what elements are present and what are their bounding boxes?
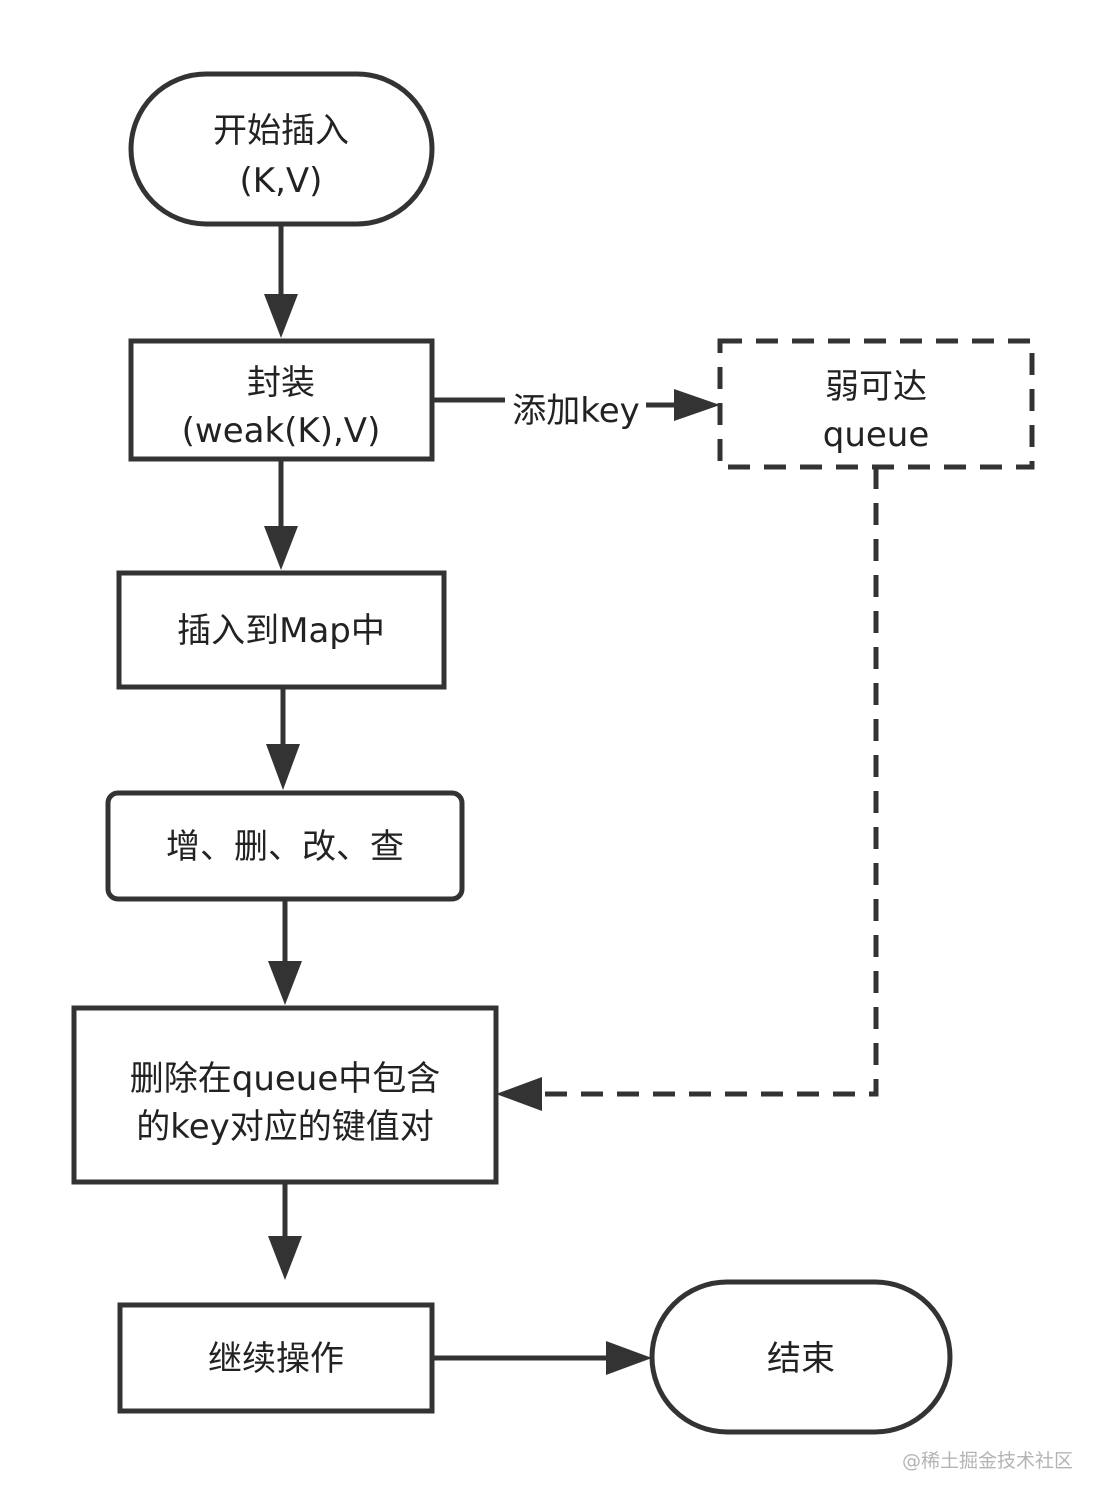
edge-insert-to-crud-arrowhead xyxy=(266,744,300,790)
node-continue-label: 继续操作 xyxy=(208,1339,344,1379)
node-insert-label: 插入到Map中 xyxy=(177,611,385,651)
node-queue: 弱可达 queue xyxy=(717,338,1035,470)
node-remove-line1: 删除在queue中包含 xyxy=(130,1059,441,1099)
node-insert: 插入到Map中 xyxy=(116,570,447,690)
edge-wrap-to-queue-label: 添加key xyxy=(512,391,640,431)
node-insert-shape xyxy=(116,570,447,690)
node-crud: 增、删、改、查 xyxy=(105,790,465,902)
node-continue: 继续操作 xyxy=(117,1302,435,1414)
edge-continue-to-end xyxy=(432,1341,652,1375)
edge-wrap-to-queue: 添加key xyxy=(432,389,720,431)
node-remove-line2: 的key对应的键值对 xyxy=(136,1107,434,1147)
edge-insert-to-crud xyxy=(266,687,300,790)
edge-wrap-to-queue-arrowhead xyxy=(674,389,720,421)
node-queue-line2: queue xyxy=(823,415,930,455)
edge-queue-to-remove-arrowhead xyxy=(496,1077,542,1111)
edge-remove-to-continue xyxy=(268,1182,302,1280)
node-wrap-shape xyxy=(128,338,435,462)
node-remove: 删除在queue中包含 的key对应的键值对 xyxy=(71,1005,499,1185)
edge-wrap-to-insert-arrowhead xyxy=(264,526,298,570)
edge-remove-to-continue-arrowhead xyxy=(268,1236,302,1280)
edge-crud-to-remove-arrowhead xyxy=(268,961,302,1005)
node-wrap-line1: 封装 xyxy=(247,363,315,403)
node-end-label: 结束 xyxy=(767,1339,835,1379)
node-start: 开始插入 (K,V) xyxy=(128,71,435,227)
node-wrap-line2: (weak(K),V) xyxy=(182,411,381,451)
node-start-line2: (K,V) xyxy=(240,161,323,201)
node-queue-line1: 弱可达 xyxy=(825,367,927,407)
node-crud-label: 增、删、改、查 xyxy=(166,827,404,867)
edge-start-to-wrap xyxy=(264,224,298,338)
node-remove-shape xyxy=(71,1005,499,1185)
edge-continue-to-end-arrowhead xyxy=(606,1341,652,1375)
edge-queue-to-remove-line xyxy=(540,467,879,1097)
node-continue-shape xyxy=(117,1302,435,1414)
node-wrap: 封装 (weak(K),V) xyxy=(128,338,435,462)
edge-queue-to-remove xyxy=(496,467,879,1111)
watermark-text: @稀土掘金技术社区 xyxy=(901,1450,1073,1472)
node-queue-shape xyxy=(717,338,1035,470)
edge-wrap-to-insert xyxy=(264,459,298,570)
node-start-line1: 开始插入 xyxy=(213,111,349,151)
edge-crud-to-remove xyxy=(268,899,302,1005)
node-end: 结束 xyxy=(649,1279,953,1435)
edge-start-to-wrap-arrowhead xyxy=(264,294,298,338)
node-end-shape xyxy=(649,1279,953,1435)
